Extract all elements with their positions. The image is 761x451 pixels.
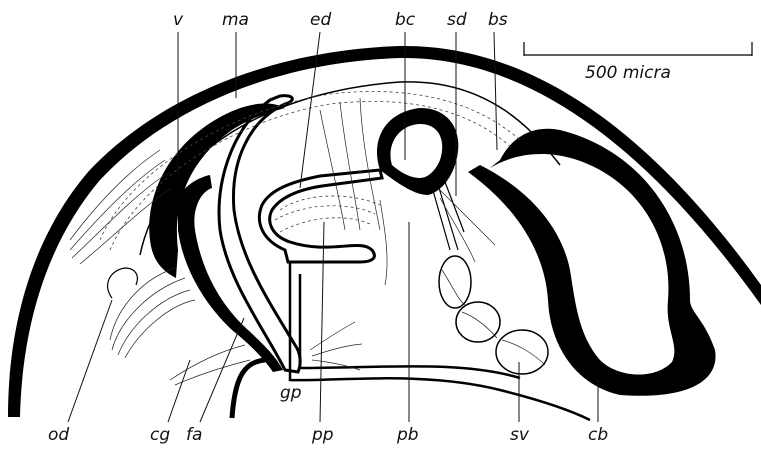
tissue-dash-3 bbox=[280, 196, 380, 210]
leader-fa bbox=[200, 318, 244, 422]
label-gp: gp bbox=[280, 383, 302, 403]
ed-loop bbox=[259, 170, 382, 262]
od-loop bbox=[108, 268, 138, 298]
leader-cg bbox=[168, 360, 190, 422]
label-od: od bbox=[48, 425, 69, 445]
gp-outline bbox=[219, 96, 300, 372]
label-sd: sd bbox=[447, 10, 467, 30]
ma-layer bbox=[178, 175, 283, 372]
leader-od bbox=[68, 300, 112, 422]
v-structure bbox=[149, 104, 285, 278]
label-fa: fa bbox=[186, 425, 202, 445]
fa-stub bbox=[232, 360, 265, 418]
label-sv: sv bbox=[510, 425, 530, 445]
label-cg: cg bbox=[150, 425, 170, 445]
leader-bs bbox=[494, 32, 497, 150]
label-bc: bc bbox=[395, 10, 416, 30]
leader-pp bbox=[320, 222, 324, 422]
scale-bar-label: 500 micra bbox=[585, 63, 671, 83]
sv-bead-2 bbox=[456, 302, 500, 342]
label-pb: pb bbox=[396, 425, 419, 445]
leader-ed bbox=[300, 32, 320, 188]
label-pp: pp bbox=[311, 425, 334, 445]
label-bs: bs bbox=[488, 10, 508, 30]
label-cb: cb bbox=[588, 425, 608, 445]
label-ma: ma bbox=[222, 10, 249, 30]
scale-bar bbox=[524, 42, 752, 56]
sv-bead-1 bbox=[439, 256, 471, 308]
tissue-dash-4 bbox=[275, 206, 375, 220]
inner-body-line bbox=[140, 82, 560, 255]
sv-bead-3 bbox=[496, 330, 548, 374]
label-v: v bbox=[173, 10, 184, 30]
label-ed: ed bbox=[310, 10, 331, 30]
fibers-od bbox=[110, 268, 195, 358]
